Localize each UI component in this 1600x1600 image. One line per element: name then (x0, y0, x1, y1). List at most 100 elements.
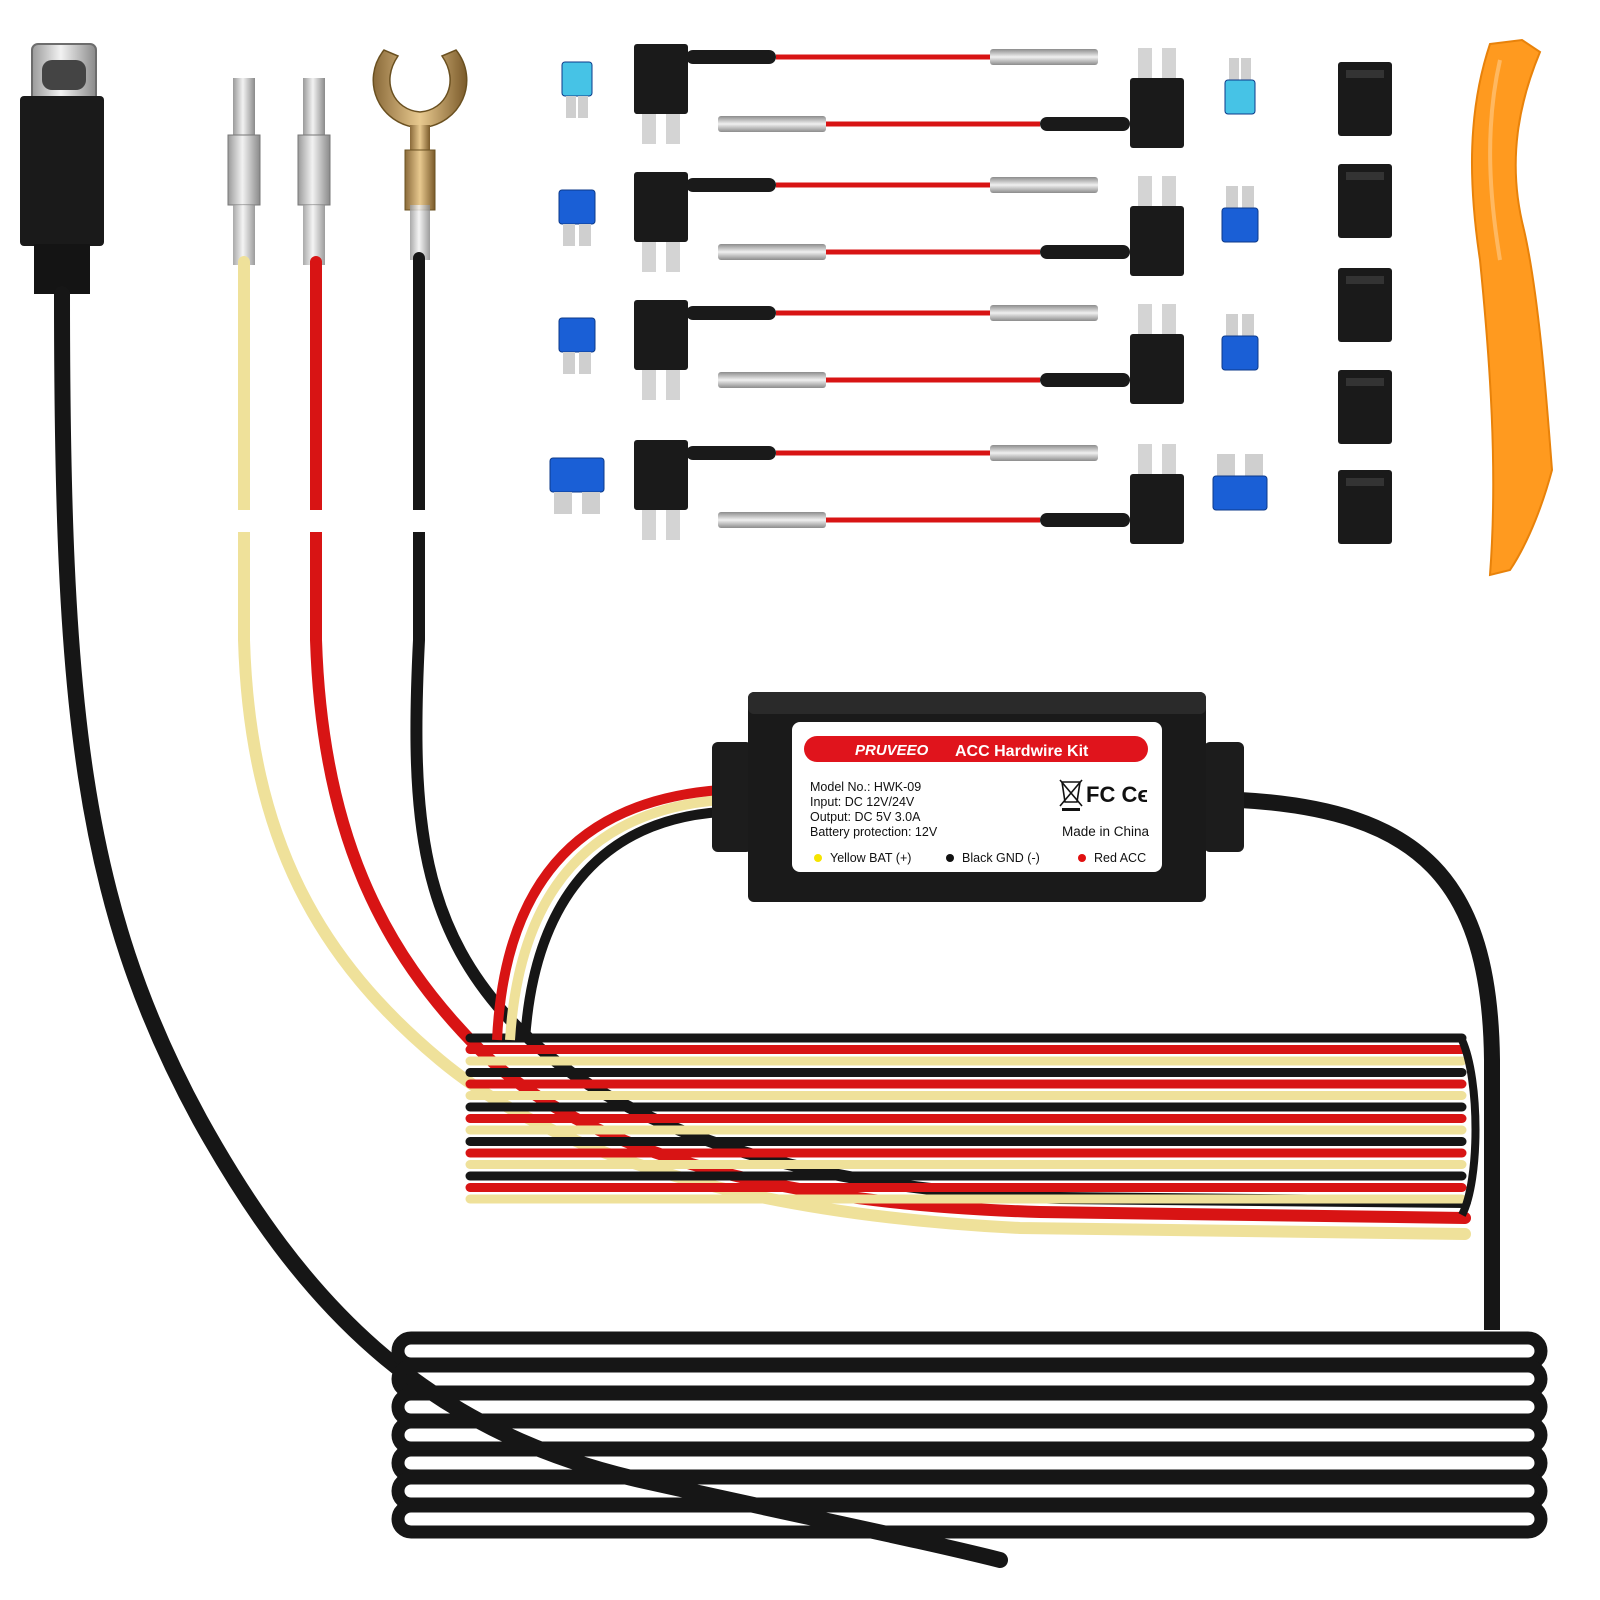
fuse-tap-blade (642, 242, 656, 272)
fuse-tap-terminal (990, 305, 1098, 321)
fuse-blade (554, 492, 572, 514)
red-wire-terminal (297, 78, 331, 265)
pry-tool-icon (1471, 38, 1554, 577)
legend-dot-black (946, 854, 954, 862)
cable-clip-slot (1346, 276, 1384, 284)
fuse-tap-blade (1162, 444, 1176, 474)
fuse-tap-terminal (718, 244, 826, 260)
fuse-tap-boot (1040, 513, 1130, 527)
blade-fuse-icon (1221, 207, 1259, 243)
converter-input-wires (505, 795, 721, 1041)
fuse-blade (563, 352, 575, 374)
fuse-tap-terminal (718, 372, 826, 388)
fuse-tap-icon (634, 44, 688, 114)
fuse-blade (578, 96, 588, 118)
fuse-tap-icon (1130, 474, 1184, 544)
blade-fuse-icon (558, 189, 596, 225)
fuse-blade (1242, 186, 1254, 208)
pry-tool-highlight (1488, 59, 1502, 261)
fuse-tap-blade (666, 370, 680, 400)
yellow-wire-terminal (227, 78, 261, 265)
fuse-tap-icon (634, 300, 688, 370)
weee-bin-icon (1059, 779, 1083, 811)
converter-box (712, 692, 1244, 902)
legend-dot-yellow (814, 854, 822, 862)
fuse-tap-blade (1138, 176, 1152, 206)
fuse-blade (1226, 314, 1238, 336)
fuse-tap-blade (642, 510, 656, 540)
blade-fuse-icon (1221, 335, 1259, 371)
fuse-blade (563, 224, 575, 246)
cable-clip-slot (1346, 70, 1384, 78)
fuse-tap-blade (1138, 48, 1152, 78)
cable-clip-slot (1346, 378, 1384, 386)
fuse-tap-icon (634, 172, 688, 242)
cable-clip-slot (1346, 478, 1384, 486)
spec-input: Input: DC 12V/24V (810, 795, 915, 809)
fuse-tap-boot (686, 446, 776, 460)
cable-clip-column (1338, 62, 1392, 544)
brand-name: PRUVEEO (855, 742, 929, 759)
coiled-wire-bundle (465, 1033, 1480, 1217)
fuse-tap-boot (1040, 245, 1130, 259)
fuse-tap-blade (1138, 444, 1152, 474)
coil-wire-end (1458, 1038, 1480, 1217)
fuse-tap-boot (1040, 373, 1130, 387)
fuse-tap-icon (1130, 206, 1184, 276)
cable-clip-icon (1338, 370, 1392, 444)
fuse-blade (1226, 186, 1238, 208)
fuse-tap-boot (686, 178, 776, 192)
black-cable-loop (391, 1499, 1548, 1539)
legend-red-acc: Red ACC (1094, 851, 1146, 865)
fuse-blade (1229, 58, 1239, 80)
blade-fuse-icon (1212, 475, 1268, 511)
cable-clip-slot (1346, 172, 1384, 180)
certification-marks: FC Cϵ (1086, 782, 1148, 807)
usb-cable (54, 286, 1008, 1568)
legend-yellow-bat: Yellow BAT (+) (830, 851, 911, 865)
converter-input-red (492, 785, 721, 1041)
fuse-tap-icon (1130, 334, 1184, 404)
fuse-tap-boot (1040, 117, 1130, 131)
fuse-blade (1217, 454, 1235, 476)
fuse-tap-blade (1138, 304, 1152, 334)
fuse-tap-terminal (990, 49, 1098, 65)
fuse-tap-blade (1162, 304, 1176, 334)
fuse-blade (579, 352, 591, 374)
fuse-blade (579, 224, 591, 246)
fuse-tap-blade (1162, 48, 1176, 78)
fuse-tap-boot (686, 306, 776, 320)
fuse-tap-icon (634, 440, 688, 510)
cable-clip-icon (1338, 62, 1392, 136)
spec-model: Model No.: HWK-09 (810, 780, 921, 794)
fork-terminal-icon (372, 49, 468, 260)
cable-clip-icon (1338, 470, 1392, 544)
converter-input-black (520, 807, 721, 1041)
legend-black-gnd: Black GND (-) (962, 851, 1040, 865)
converter-output-cable (1239, 792, 1500, 1330)
fuse-blade (582, 492, 600, 514)
fuse-tap-blade (642, 114, 656, 144)
fuse-blade (1241, 58, 1251, 80)
cable-clip-icon (1338, 268, 1392, 342)
usb-type-c-connector-icon (20, 43, 104, 294)
fuse-tap-terminal (990, 177, 1098, 193)
spec-output: Output: DC 5V 3.0A (810, 810, 921, 824)
legend-dot-red (1078, 854, 1086, 862)
yellow-wire (238, 256, 1471, 1240)
fuse-tap-blade (666, 242, 680, 272)
spec-battery-protection: Battery protection: 12V (810, 825, 938, 839)
product-title: ACC Hardwire Kit (955, 743, 1089, 760)
blade-fuse-icon (561, 61, 593, 97)
fuse-tap-boot (686, 50, 776, 64)
fuse-tap-blade (666, 114, 680, 144)
coiled-black-cable (391, 1331, 1548, 1539)
fuse-tap-terminal (718, 116, 826, 132)
fuse-tap-blade (1162, 176, 1176, 206)
fuse-tap-blade (666, 510, 680, 540)
fuse-tap-terminal (990, 445, 1098, 461)
fuse-tap-icon (1130, 78, 1184, 148)
fuse-tap-terminal (718, 512, 826, 528)
fuse-tap-blade (642, 370, 656, 400)
